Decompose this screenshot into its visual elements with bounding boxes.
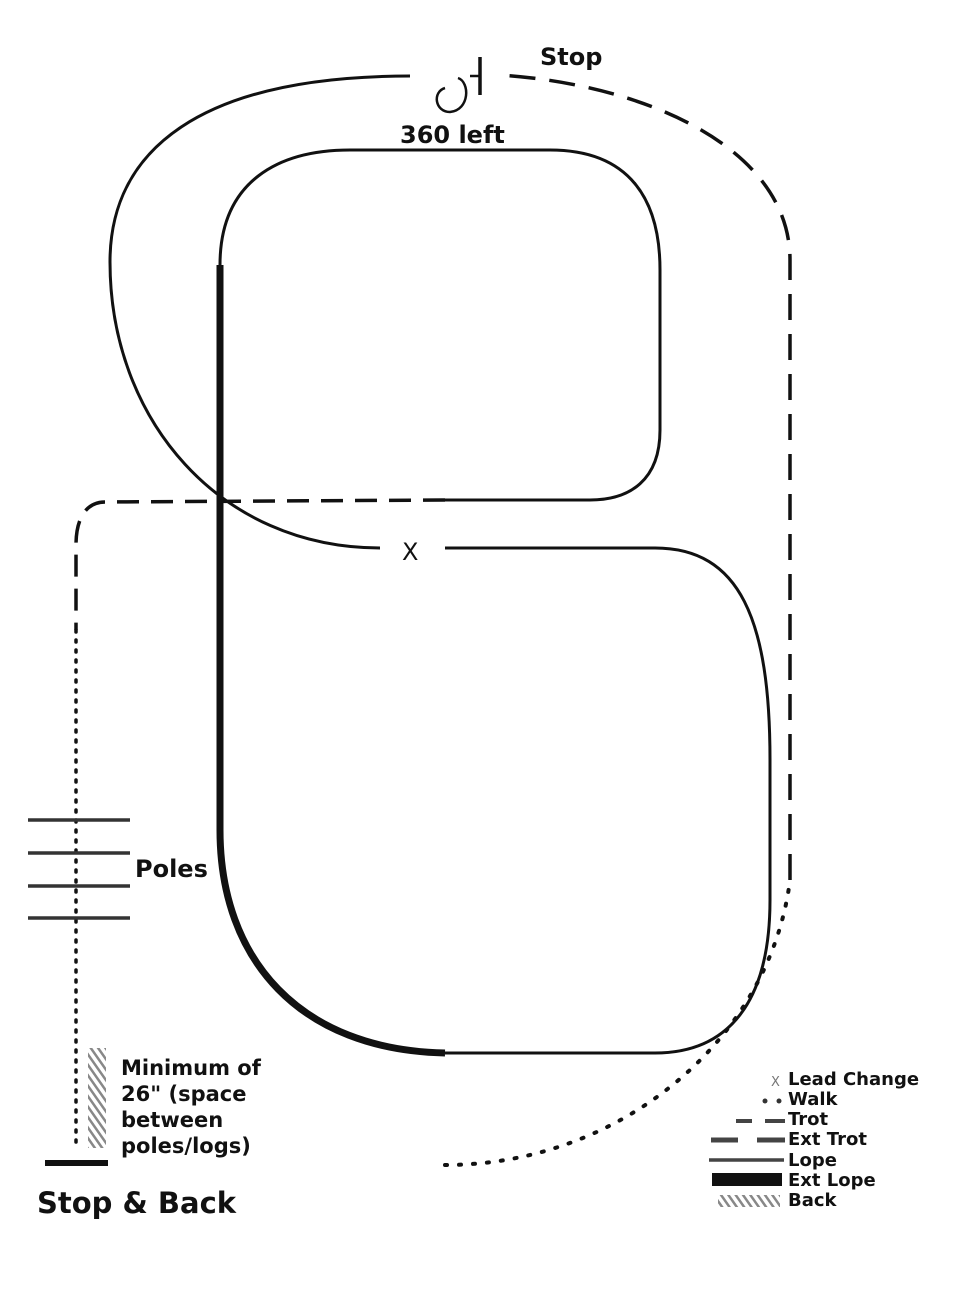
legend-walk-symbol — [762, 1098, 768, 1104]
lead-change-mark: X — [402, 538, 418, 566]
legend-label: Back — [788, 1190, 838, 1211]
minimum-label-line: poles/logs) — [121, 1134, 251, 1158]
legend-walk-symbol — [776, 1098, 782, 1104]
stop-label: Stop — [540, 43, 602, 71]
legend-label: Trot — [788, 1109, 829, 1130]
legend-label: Walk — [788, 1089, 839, 1110]
minimum-label-line: between — [121, 1108, 223, 1132]
ext-trot-path-right — [499, 73, 792, 880]
trot-path-left — [74, 498, 446, 630]
legend: X Lead Change Walk Trot Ext Trot Lope Ex… — [709, 1069, 919, 1211]
poles — [28, 818, 130, 920]
lope-path-right-loop — [445, 546, 772, 1055]
lope-path-inner-loop — [218, 148, 662, 502]
legend-ext-lope-symbol — [712, 1173, 782, 1186]
back-hatch — [88, 1048, 106, 1148]
minimum-label-line: 26" (space — [121, 1082, 246, 1106]
stop-and-back-label: Stop & Back — [37, 1186, 237, 1220]
legend-back-symbol — [718, 1195, 780, 1207]
lope-path-outer-loop — [108, 74, 411, 550]
spin-label: 360 left — [400, 121, 505, 149]
poles-label: Poles — [135, 855, 208, 883]
legend-label: Lope — [788, 1150, 837, 1171]
legend-label: Ext Trot — [788, 1129, 867, 1150]
ext-lope-path — [216, 265, 446, 1057]
walk-path-right — [443, 878, 792, 1167]
legend-label: Ext Lope — [788, 1170, 876, 1191]
minimum-label-line: Minimum of — [121, 1056, 262, 1080]
legend-label: Lead Change — [788, 1069, 919, 1090]
spin-360-icon — [435, 76, 468, 114]
legend-lead-change-symbol: X — [771, 1075, 780, 1090]
